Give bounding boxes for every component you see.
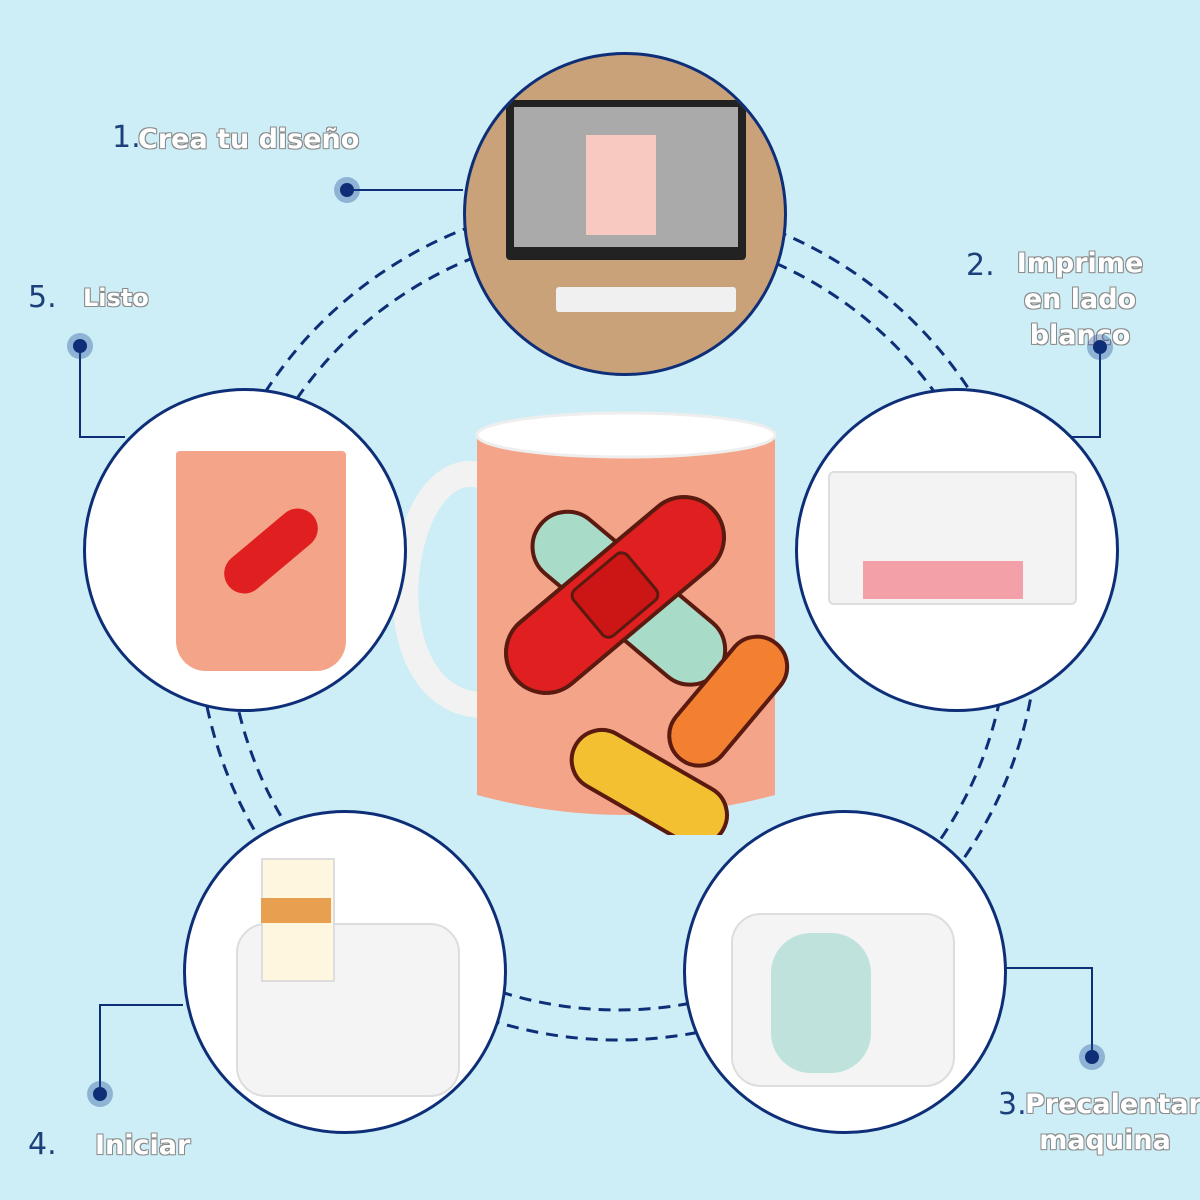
step-2-number: 2. (966, 248, 995, 283)
step-3-number: 3. (998, 1087, 1027, 1122)
step-3-image-heat-press (683, 810, 1007, 1134)
step-3-label: Precalentar maquina (1025, 1089, 1200, 1156)
step-5-image-finished-mug (83, 388, 407, 712)
step-5-label: Listo (83, 284, 149, 312)
step-5-marker (67, 333, 93, 359)
step-4-image-insert-mug (183, 810, 507, 1134)
step-1-marker (334, 177, 360, 203)
step-2-label: Imprime en lado blanco (1016, 248, 1144, 351)
step-2-image-printer (795, 388, 1119, 712)
step-4-number: 4. (28, 1127, 57, 1162)
step-4-marker (87, 1081, 113, 1107)
step-4-label: Iniciar (95, 1130, 191, 1161)
step-1-number: 1. (112, 120, 141, 155)
step-1-label: Crea tu diseño (138, 124, 360, 155)
center-mug-image (392, 411, 790, 835)
step-3-marker (1079, 1044, 1105, 1070)
step-1-image-design-on-computer (463, 52, 787, 376)
step-5-number: 5. (28, 280, 57, 315)
step-2-marker (1087, 334, 1113, 360)
